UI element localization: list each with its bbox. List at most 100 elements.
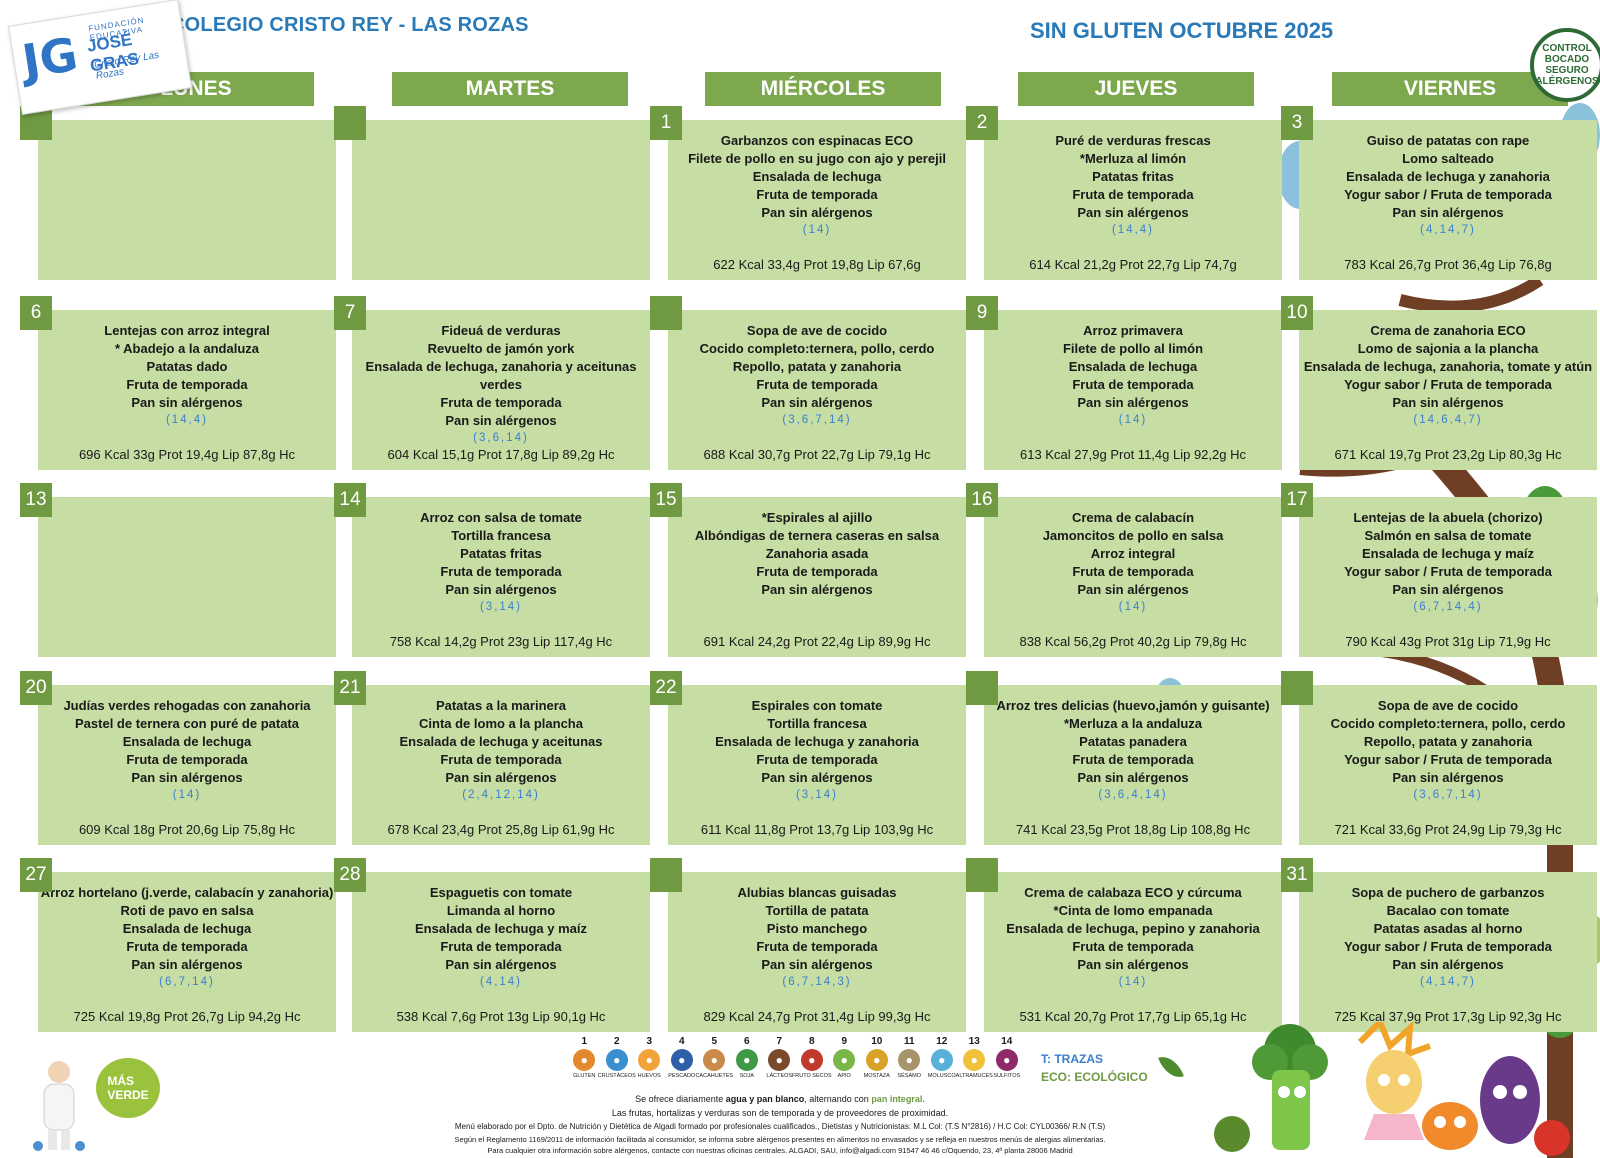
- allergen-codes: (3,14): [479, 601, 523, 613]
- allergen-codes: (6,7,14): [159, 976, 215, 988]
- day-number: 2: [966, 106, 998, 140]
- dish-item: *Cinta de lomo empanada: [1053, 903, 1213, 918]
- allergen-codes: (14): [802, 224, 832, 236]
- dish-item: Patatas dado: [146, 359, 228, 374]
- allergen-item: 7●LÁCTEOS: [763, 1036, 796, 1079]
- dish-item: Fruta de temporada: [440, 939, 562, 954]
- allergen-label: ALTRAMUCES: [955, 1073, 993, 1079]
- dish-item: Roti de pavo en salsa: [120, 903, 254, 918]
- allergen-icon: ●: [605, 1049, 628, 1071]
- weekday-header: JUEVES: [1018, 72, 1254, 106]
- dish-item: Fideuá de verduras: [441, 323, 561, 338]
- dish-list: Crema de calabaza ECO y cúrcuma*Cinta de…: [984, 884, 1282, 990]
- dish-item: Fruta de temporada: [756, 187, 878, 202]
- dish-item: *Merluza al limón: [1079, 151, 1187, 166]
- allergen-number: 6: [743, 1036, 750, 1047]
- allergen-icon: ●: [833, 1049, 856, 1071]
- dish-item: Espirales con tomate: [751, 698, 883, 713]
- allergen-icon: ●: [670, 1049, 693, 1071]
- weekday-header: VIERNES: [1332, 72, 1568, 106]
- nutrition-info: 688 Kcal 30,7g Prot 22,7g Lip 79,1g Hc: [703, 447, 931, 462]
- dish-item: Yogur sabor / Fruta de temporada: [1344, 377, 1552, 392]
- day-number: 31: [1281, 858, 1313, 892]
- dish-item: Pan sin alérgenos: [445, 413, 557, 428]
- dish-item: Cocido completo:ternera, pollo, cerdo: [699, 341, 935, 356]
- day-number: 15: [650, 483, 682, 517]
- menu-title: SIN GLUTEN OCTUBRE 2025: [1030, 18, 1334, 43]
- allergen-item: 14●SULFITOS: [991, 1036, 1024, 1079]
- dish-item: Pan sin alérgenos: [761, 770, 873, 785]
- nutrition-info: 614 Kcal 21,2g Prot 22,7g Lip 74,7g: [1029, 257, 1237, 272]
- day-number: 28: [334, 858, 366, 892]
- traces-legend: T: TRAZAS: [1041, 1052, 1103, 1066]
- dish-item: Arroz tres delicias (huevo,jamón y guisa…: [996, 698, 1270, 713]
- dish-item: Lentejas con arroz integral: [104, 323, 270, 338]
- dish-item: Fruta de temporada: [126, 939, 248, 954]
- dish-item: Pan sin alérgenos: [761, 395, 873, 410]
- dish-list: Arroz hortelano (j.verde, calabacín y za…: [38, 884, 336, 990]
- eco-legend: ECO: ECOLÓGICO: [1041, 1070, 1148, 1084]
- dish-item: Fruta de temporada: [1072, 187, 1194, 202]
- allergen-item: 11●SÉSAMO: [893, 1036, 926, 1079]
- day-number: [650, 296, 682, 330]
- menu-day-cell: Puré de verduras frescas*Merluza al limó…: [984, 120, 1282, 280]
- dish-item: Tortilla de patata: [765, 903, 869, 918]
- footer-text: pan integral.: [871, 1094, 925, 1104]
- dish-item: Fruta de temporada: [756, 564, 878, 579]
- dish-item: Ensalada de lechuga: [1068, 359, 1198, 374]
- allergen-item: 5●CACAHUETES: [695, 1036, 733, 1079]
- dish-item: Fruta de temporada: [756, 752, 878, 767]
- dish-list: Lentejas con arroz integral* Abadejo a l…: [38, 322, 336, 428]
- dish-item: Tortilla francesa: [767, 716, 867, 731]
- dish-item: Bacalao con tomate: [1386, 903, 1510, 918]
- dish-item: Fruta de temporada: [756, 377, 878, 392]
- dish-item: Fruta de temporada: [756, 939, 878, 954]
- dish-list: Arroz tres delicias (huevo,jamón y guisa…: [984, 697, 1282, 803]
- allergen-icon: ●: [930, 1049, 953, 1071]
- allergen-icon: ●: [703, 1049, 726, 1071]
- dish-item: Fruta de temporada: [440, 564, 562, 579]
- allergen-codes: (14,4): [1111, 224, 1155, 236]
- dish-item: Sopa de ave de cocido: [1377, 698, 1519, 713]
- dish-item: Fruta de temporada: [126, 752, 248, 767]
- dish-item: *Espirales al ajillo: [761, 510, 873, 525]
- menu-day-cell: [352, 120, 650, 280]
- dish-item: Salmón en salsa de tomate: [1364, 528, 1532, 543]
- nutrition-info: 725 Kcal 37,9g Prot 17,3g Lip 92,3g Hc: [1334, 1009, 1562, 1024]
- dish-item: Pan sin alérgenos: [1392, 957, 1504, 972]
- allergen-codes: (14): [1118, 976, 1148, 988]
- allergen-icon: ●: [800, 1049, 823, 1071]
- seal-text: BOCADO: [1544, 54, 1590, 65]
- dish-item: Pan sin alérgenos: [761, 957, 873, 972]
- allergen-codes: (3,14): [795, 789, 839, 801]
- allergen-number: 5: [711, 1036, 718, 1047]
- dish-item: Pan sin alérgenos: [445, 957, 557, 972]
- allergen-icon: ●: [573, 1049, 596, 1071]
- school-name: COLEGIO CRISTO REY - LAS ROZAS: [170, 14, 529, 36]
- vegetable-characters-illustration: [1214, 1022, 1570, 1156]
- allergen-number: 11: [903, 1036, 915, 1047]
- nutrition-info: 609 Kcal 18g Prot 20,6g Lip 75,8g Hc: [78, 822, 296, 837]
- footer-text: , alternando con: [804, 1094, 872, 1104]
- dish-item: Fruta de temporada: [1072, 939, 1194, 954]
- allergen-item: 4●PESCADO: [666, 1036, 699, 1079]
- seal-text: CONTROL: [1542, 43, 1592, 54]
- dish-item: Ensalada de lechuga: [122, 734, 252, 749]
